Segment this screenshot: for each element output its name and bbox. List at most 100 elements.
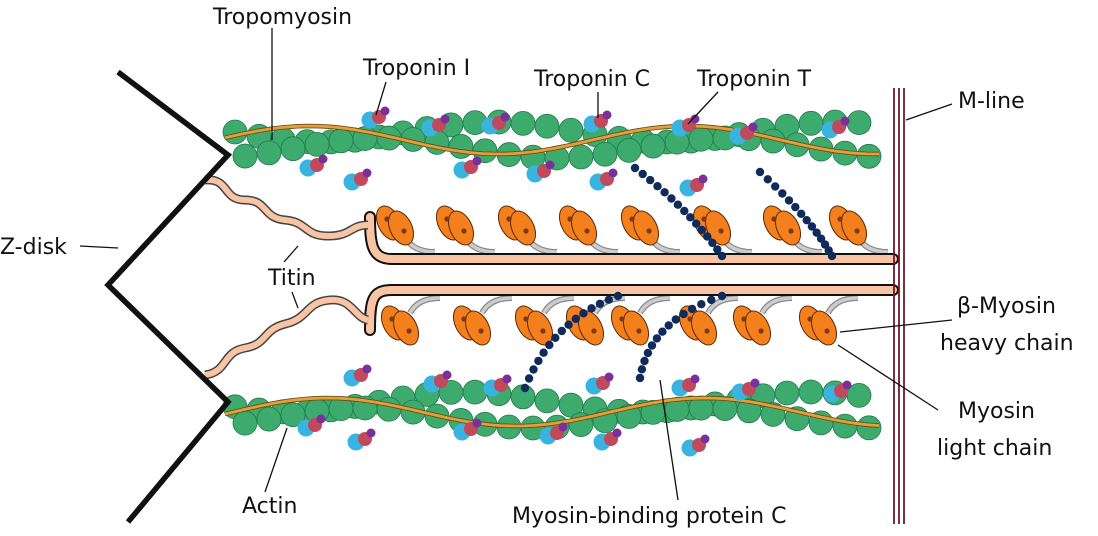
titin-outline [204,175,369,241]
mybpc-domain [679,309,688,319]
mybpc-domain [687,304,697,314]
mybpc-domain [708,238,717,248]
mybpc-domain [534,356,543,366]
myosin-head [690,310,718,346]
mybpc-domain [635,373,645,383]
mybpc-domain [604,295,613,304]
mybpc-domain [717,251,727,261]
troponin-t [748,122,758,132]
actin-monomer [640,133,666,159]
label-z-disk: Z-disk [0,235,67,260]
thick-filaments [364,211,899,336]
actin-monomer [448,134,474,159]
troponin-t [840,116,850,126]
mybpc-domain [539,348,548,357]
troponin-t [442,370,452,380]
myosin-neck [760,296,793,314]
mybpc-domain [755,167,765,177]
mybpc-domain [717,291,727,301]
mybpc-domain [551,333,560,342]
myosin-light-chain [629,216,635,222]
myosin-necks [402,235,889,315]
z-disk-and-m-line [104,69,905,524]
mybpc-domain [587,304,596,313]
leader-line [837,344,939,411]
myosin-head [570,210,598,246]
leader-line [283,245,299,263]
myosin-light-chain [619,316,625,322]
myosin-light-chain [718,228,724,234]
actin-monomer [568,144,594,170]
titin [204,296,369,378]
troponin-t [690,114,700,124]
leader-line [375,81,387,116]
mybpc-domain [557,326,566,336]
troponin-t [545,160,555,170]
myosin-head [464,310,492,346]
actin-monomer [232,143,258,169]
mybpc-domain [658,327,667,336]
titin-outline [204,295,370,380]
troponin-complexes [297,106,852,457]
mybpc-domain [778,189,787,198]
mybpc-domain [638,169,647,179]
tropomyosin [224,396,880,428]
troponin-t [362,168,372,178]
actin-monomer [232,410,258,436]
myosin-light-chain [591,328,597,334]
actin-monomer [558,392,584,418]
myosin-neck [826,296,859,314]
myosin-light-chain [701,216,707,222]
z-disk [104,69,233,524]
myosin-light-chain [636,328,642,334]
myosin-light-chain [824,328,830,334]
myosin-light-chain [506,216,512,222]
mybpc-domain [647,341,657,350]
actin-monomer [256,406,282,432]
myosin-head [744,310,772,346]
myosin-head [622,310,650,346]
myosin-head [810,310,838,346]
troponin-t [366,428,376,438]
mybpc-domain [653,182,662,191]
leader-line [264,427,288,493]
mybpc-domain [680,206,689,216]
mybpc-domain [643,348,653,358]
myosin-light-chain [854,228,860,234]
troponin-t [604,372,614,382]
actin-monomer [280,136,306,162]
mybpc-domain [646,175,655,185]
actin-monomer [856,415,882,441]
mybpc-domain [671,315,680,324]
mybpc-domain [652,334,662,343]
actin-monomer [280,402,306,428]
label-myosin: Myosin [958,399,1035,424]
myosin-light-chain [406,328,412,334]
mybpc-domain [673,200,683,209]
mybpc-domain [595,299,605,308]
leader-line [291,291,299,309]
tropomyosin [224,124,879,156]
actin-monomer [534,113,560,139]
actin-filaments [222,109,882,441]
myosin-neck [408,296,441,314]
mybpc-domain [692,219,701,228]
myosin-light-chain [478,328,484,334]
label-m-line: M-line [958,89,1025,114]
troponin-t [440,114,450,124]
mybpc-domain [807,222,817,231]
myosin-light-chain [389,316,395,322]
myosin-neck [706,296,739,314]
mybpc-domain [802,216,811,225]
myosin-light-chain [567,216,573,222]
label-light-chain: light chain [937,436,1052,461]
mybpc-domain [827,251,837,261]
titin-springs [204,175,370,380]
actin-monomer [798,379,824,405]
mybpc-domain [816,234,826,243]
actin-monomer [256,140,282,166]
actin-monomer [510,110,536,136]
mybpc-domain [697,300,706,309]
myosin-neck [480,296,513,314]
